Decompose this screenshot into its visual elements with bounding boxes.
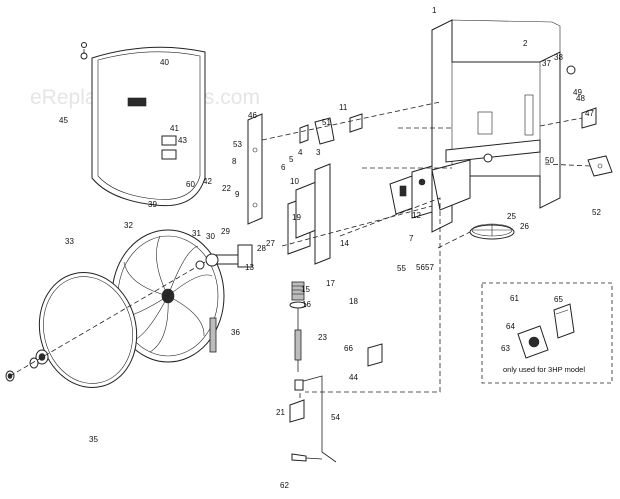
callout-label-50: 50	[545, 156, 554, 165]
callout-label-16: 16	[302, 300, 311, 309]
callout-label-57: 57	[425, 263, 434, 272]
callout-label-51: 51	[322, 118, 331, 127]
bracket-46	[247, 113, 263, 225]
callout-layer: 1234567891011121314151617181921222325262…	[0, 0, 601, 490]
callout-label-13: 13	[245, 263, 254, 272]
callout-label-39: 39	[148, 200, 157, 209]
callout-label-40: 40	[160, 58, 169, 67]
guide-bar-36	[209, 317, 217, 353]
main-frame	[431, 19, 561, 233]
callout-label-6: 6	[281, 163, 286, 172]
tension-spring	[289, 281, 307, 372]
callout-label-54: 54	[331, 413, 340, 422]
small-brackets	[299, 113, 363, 145]
callout-label-45: 45	[59, 116, 68, 125]
door-panel	[80, 42, 206, 207]
callout-label-14: 14	[340, 239, 349, 248]
callout-label-1: 1	[432, 6, 437, 15]
lever-assembly	[289, 375, 337, 463]
callout-label-55: 55	[397, 264, 406, 273]
callout-label-65: 65	[554, 295, 563, 304]
callout-label-64: 64	[506, 322, 515, 331]
callout-label-36: 36	[231, 328, 240, 337]
wheel-shaft	[195, 244, 253, 270]
callout-label-4: 4	[298, 148, 303, 157]
callout-label-3: 3	[316, 148, 321, 157]
callout-label-47: 47	[585, 109, 594, 118]
callout-label-2: 2	[523, 39, 528, 48]
callout-label-46: 46	[248, 111, 257, 120]
callout-label-10: 10	[290, 177, 299, 186]
callout-label-27: 27	[266, 239, 275, 248]
cover-plate	[587, 155, 613, 177]
callout-label-15: 15	[301, 285, 310, 294]
callout-label-44: 44	[349, 373, 358, 382]
callout-label-68: 68	[0, 0, 9, 2]
callout-label-30: 30	[206, 232, 215, 241]
callout-label-18: 18	[349, 297, 358, 306]
callout-label-37: 37	[542, 59, 551, 68]
option-box	[481, 282, 613, 384]
callout-label-25: 25	[507, 212, 516, 221]
callout-label-48: 48	[576, 94, 585, 103]
callout-label-53: 53	[233, 140, 242, 149]
callout-label-61: 61	[510, 294, 519, 303]
callout-label-9: 9	[235, 190, 240, 199]
callout-label-38: 38	[554, 53, 563, 62]
callout-label-60: 60	[186, 180, 195, 189]
callout-label-31: 31	[192, 229, 201, 238]
callout-label-21: 21	[276, 408, 285, 417]
callout-label-35: 35	[89, 435, 98, 444]
switch-assembly	[566, 65, 597, 129]
callout-label-43: 43	[178, 136, 187, 145]
callout-label-26: 26	[520, 222, 529, 231]
guide-assembly	[389, 165, 433, 219]
callout-label-63: 63	[501, 344, 510, 353]
bracket-68	[367, 343, 383, 367]
callout-label-33: 33	[65, 237, 74, 246]
callout-label-8: 8	[232, 157, 237, 166]
callout-label-11: 11	[339, 103, 348, 112]
option-box-note: only used for 3HP model	[503, 365, 585, 374]
callout-label-22: 22	[222, 184, 231, 193]
callout-label-41: 41	[170, 124, 179, 133]
callout-label-42: 42	[203, 177, 212, 186]
callout-label-23: 23	[318, 333, 327, 342]
callout-label-49: 49	[573, 88, 582, 97]
callout-label-56: 56	[416, 263, 425, 272]
callout-label-28: 28	[257, 244, 266, 253]
guide-bracket	[287, 163, 331, 265]
callout-label-66: 66	[344, 344, 353, 353]
callout-label-19: 19	[292, 213, 301, 222]
callout-label-67: 67	[0, 0, 9, 2]
assembly-dashed-lines	[261, 101, 591, 393]
callout-label-17: 17	[326, 279, 335, 288]
axle-hardware	[5, 261, 206, 382]
callout-label-29: 29	[221, 227, 230, 236]
callout-label-12: 12	[412, 211, 421, 220]
callout-label-32: 32	[124, 221, 133, 230]
callout-label-52: 52	[592, 208, 601, 217]
callout-label-62: 62	[280, 481, 289, 490]
callout-label-5: 5	[289, 155, 294, 164]
adjust-knob	[469, 223, 515, 240]
callout-label-7: 7	[409, 234, 414, 243]
